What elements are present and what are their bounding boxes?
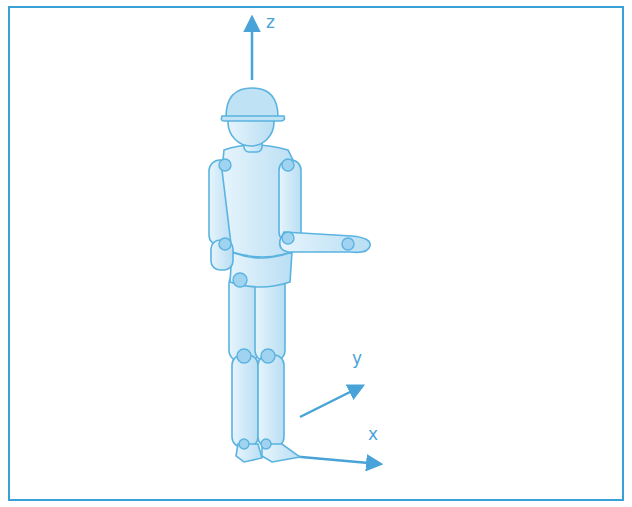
y-axis [300,386,362,417]
axis-label: y [352,350,362,367]
axis-label: z [266,14,275,31]
x-axis [290,456,380,464]
joints [219,159,354,449]
axis-label: x [368,426,378,443]
z-axis [251,18,254,80]
mannequin [209,88,370,462]
frame [9,7,623,500]
